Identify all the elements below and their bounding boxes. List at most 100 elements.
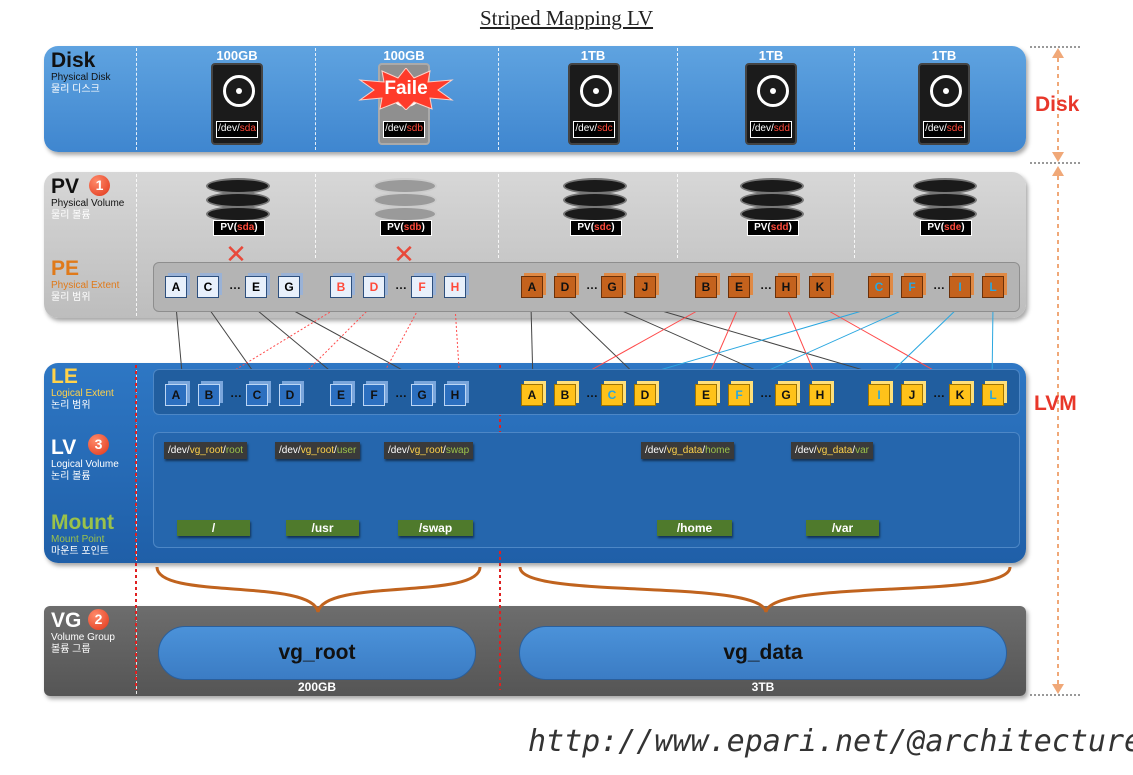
pe-extent: I (949, 276, 971, 298)
column-divider (315, 174, 316, 258)
le-extent: A (165, 384, 187, 406)
pe-extent: L (982, 276, 1004, 298)
le-extent: F (728, 384, 750, 406)
le-layer-label: LE Logical Extent 논리 범위 (51, 366, 114, 412)
pe-extent: K (809, 276, 831, 298)
arrow-head-icon (1052, 152, 1064, 162)
hard-disk-icon (223, 75, 255, 107)
ellipsis: … (586, 386, 598, 400)
lv-device-var: /dev/vg_data/var (791, 442, 873, 459)
pv-sda: PV(sda) (206, 178, 270, 236)
le-extent: B (198, 384, 220, 406)
disk-layer-name: Disk (51, 49, 96, 72)
le-extent: J (901, 384, 923, 406)
disk-layer-sub-ko: 물리 디스크 (51, 84, 100, 95)
broken-link-x-icon: ✕ (393, 239, 415, 269)
lv-layer-sub-ko: 논리 볼륨 (51, 471, 91, 482)
vg-layer-label: VG Volume Group 볼륨 그룹 (51, 610, 115, 656)
column-divider (677, 174, 678, 258)
ellipsis: … (586, 278, 598, 292)
pv-label: PV(sdd) (747, 220, 799, 236)
vg-root-brace (155, 566, 482, 613)
le-extent: L (982, 384, 1004, 406)
le-layer-sub-ko: 논리 범위 (51, 400, 91, 411)
vg-layer-name: VG (51, 609, 82, 632)
pv-label: PV(sdc) (570, 220, 622, 236)
ellipsis: … (230, 386, 242, 400)
arrow-head-icon (1052, 166, 1064, 176)
column-divider (315, 48, 316, 150)
le-extent: I (868, 384, 890, 406)
le-extent: G (775, 384, 797, 406)
lv-layer-label: LV Logical Volume 논리 볼륨 (51, 437, 119, 483)
disk-layer-sub-en: Physical Disk (51, 72, 111, 83)
pe-extent: B (330, 276, 352, 298)
le-extent: C (246, 384, 268, 406)
disk-sde: /dev/sde (918, 63, 970, 145)
mount-point-swap: /swap (398, 520, 473, 536)
pv-layer-sub-ko: 물리 볼륨 (51, 210, 91, 221)
mount-point-home: /home (657, 520, 732, 536)
pe-layer-label: PE Physical Extent 물리 범위 (51, 258, 119, 304)
hard-disk-icon (757, 75, 789, 107)
lv-device-home: /dev/vg_data/home (641, 442, 735, 459)
le-extent: H (444, 384, 466, 406)
pe-extent: B (695, 276, 717, 298)
pe-extent: H (775, 276, 797, 298)
column-divider (498, 174, 499, 258)
pe-extent: F (411, 276, 433, 298)
disk-device-label: /dev/sdc (573, 121, 615, 138)
le-extent: H (809, 384, 831, 406)
lv-device-root: /dev/vg_root/root (164, 442, 248, 459)
pe-layer-sub-en: Physical Extent (51, 280, 120, 291)
ellipsis: … (395, 278, 407, 292)
disk-device-label: /dev/sdd (750, 121, 792, 138)
le-extent: G (411, 384, 433, 406)
vg-step-badge: 2 (88, 609, 109, 630)
disk-size: 1TB (580, 48, 606, 63)
lv-device-user: /dev/vg_root/user (275, 442, 361, 459)
pv-label: PV(sdb) (380, 220, 432, 236)
disk-sdc: /dev/sdc (568, 63, 620, 145)
pe-extent: D (554, 276, 576, 298)
vg-root-volume: vg_root (158, 626, 476, 680)
pe-extent: A (521, 276, 543, 298)
ellipsis: … (933, 278, 945, 292)
mount-layer-name: Mount (51, 511, 114, 534)
lv-layer-sub-en: Logical Volume (51, 459, 119, 470)
disk-layer-band (44, 46, 1026, 152)
lv-device-swap: /dev/vg_root/swap (384, 442, 474, 459)
disk-sda: /dev/sda (211, 63, 263, 145)
pv-label: PV(sda) (213, 220, 265, 236)
lv-step-badge: 3 (88, 434, 109, 455)
le-extent: F (363, 384, 385, 406)
vg-data-volume: vg_data (519, 626, 1007, 680)
pe-extent: G (278, 276, 300, 298)
le-extent: A (521, 384, 543, 406)
column-divider (136, 48, 137, 150)
mount-point-root: / (177, 520, 250, 536)
vg-root-size: 200GB (297, 680, 337, 694)
ellipsis: … (760, 278, 772, 292)
pv-layer-name: PV (51, 175, 80, 198)
pe-extent: A (165, 276, 187, 298)
vg-data-brace (518, 566, 1012, 613)
side-label-lvm: LVM (1034, 392, 1077, 415)
disk-device-label: /dev/sde (923, 121, 965, 138)
pv-step-badge: 1 (89, 175, 110, 196)
pe-extent: F (901, 276, 923, 298)
pe-extent: C (868, 276, 890, 298)
le-extent: C (601, 384, 623, 406)
column-divider (498, 48, 499, 150)
broken-link-x-icon: ✕ (225, 239, 247, 269)
ellipsis: … (760, 386, 772, 400)
failure-label: Faile (384, 78, 428, 99)
pv-sdd: PV(sdd) (740, 178, 804, 236)
disk-size: 100GB (383, 48, 425, 63)
pe-extent: E (728, 276, 750, 298)
le-extent: D (634, 384, 656, 406)
disk-sdd: /dev/sdd (745, 63, 797, 145)
mount-point-usr: /usr (286, 520, 359, 536)
hard-disk-icon (580, 75, 612, 107)
ellipsis: … (395, 386, 407, 400)
